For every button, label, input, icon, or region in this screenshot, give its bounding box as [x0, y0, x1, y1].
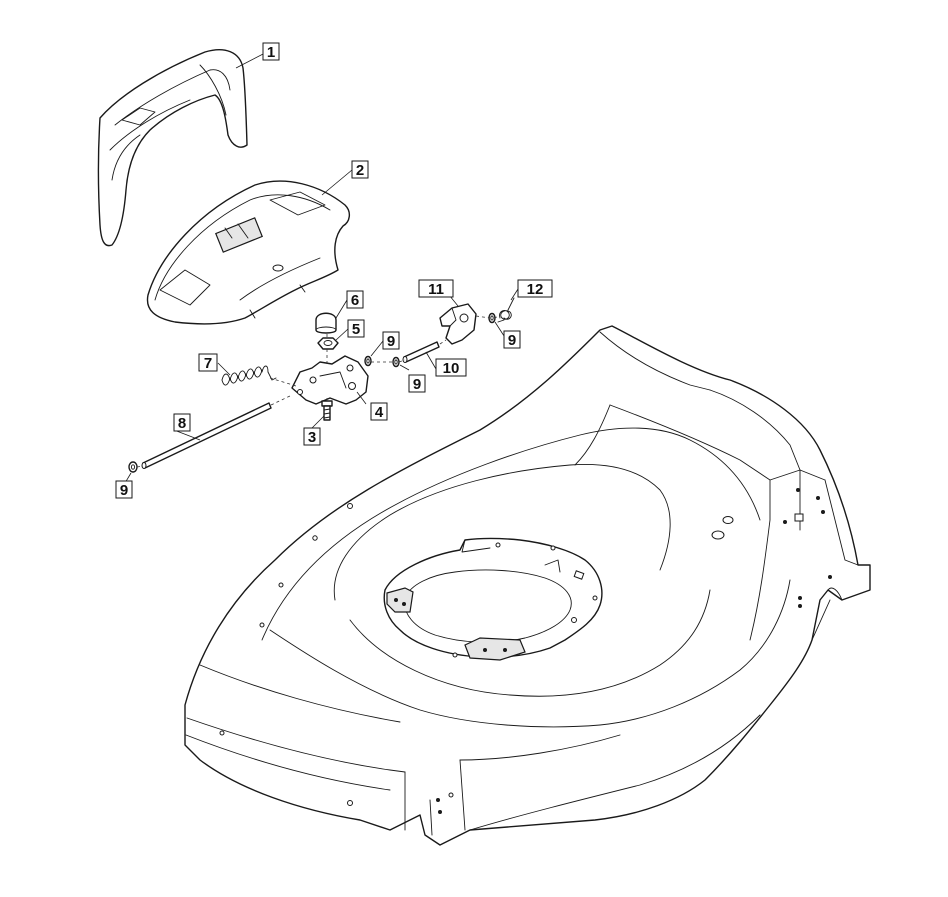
part-lever-bracket [291, 355, 369, 405]
callout-label: 11 [428, 281, 444, 298]
assembly-lines [136, 315, 501, 468]
callout-4: 4 [370, 402, 388, 421]
part-control-console [146, 180, 350, 325]
part-cap-nut [315, 312, 337, 334]
callout-label: 8 [178, 415, 186, 432]
callout-2: 2 [351, 160, 369, 179]
part-hex-nut [317, 337, 339, 350]
callout-label: 3 [308, 429, 316, 446]
callout-label: 9 [387, 333, 395, 350]
part-mower-deck [184, 325, 871, 846]
callout-label: 7 [204, 355, 212, 372]
part-spring [221, 365, 277, 386]
part-bolt [321, 400, 333, 421]
callout-label: 9 [508, 332, 516, 349]
callout-6: 6 [346, 290, 364, 309]
callout-5: 5 [347, 319, 365, 338]
callout-8: 8 [173, 413, 191, 432]
part-short-pin [402, 341, 440, 363]
callout-9-pin: 9 [408, 374, 426, 393]
callout-label: 4 [375, 404, 384, 421]
callout-9-bracket: 9 [382, 331, 400, 350]
callout-7: 7 [198, 353, 218, 372]
part-long-rod [141, 402, 272, 469]
callout-9-lower-left: 9 [115, 480, 133, 499]
part-washer-a [364, 355, 372, 367]
callout-label: 9 [120, 482, 128, 499]
callout-label: 2 [356, 162, 364, 179]
callout-label: 9 [413, 376, 421, 393]
callout-9-latch: 9 [503, 330, 521, 349]
callout-label: 5 [352, 321, 360, 338]
callout-10: 10 [435, 358, 467, 377]
callout-11: 11 [418, 279, 454, 298]
callout-1: 1 [262, 42, 280, 61]
callout-12: 12 [517, 279, 553, 298]
callout-label: 6 [351, 292, 359, 309]
part-washer-d [128, 461, 138, 473]
callout-3: 3 [303, 427, 321, 446]
part-torsion-spring [497, 297, 515, 323]
part-latch [439, 303, 477, 345]
part-washer-b [392, 356, 400, 368]
part-rear-cover [97, 49, 248, 247]
callout-label: 10 [443, 360, 460, 377]
callout-label: 12 [527, 281, 544, 298]
callout-label: 1 [267, 44, 275, 61]
